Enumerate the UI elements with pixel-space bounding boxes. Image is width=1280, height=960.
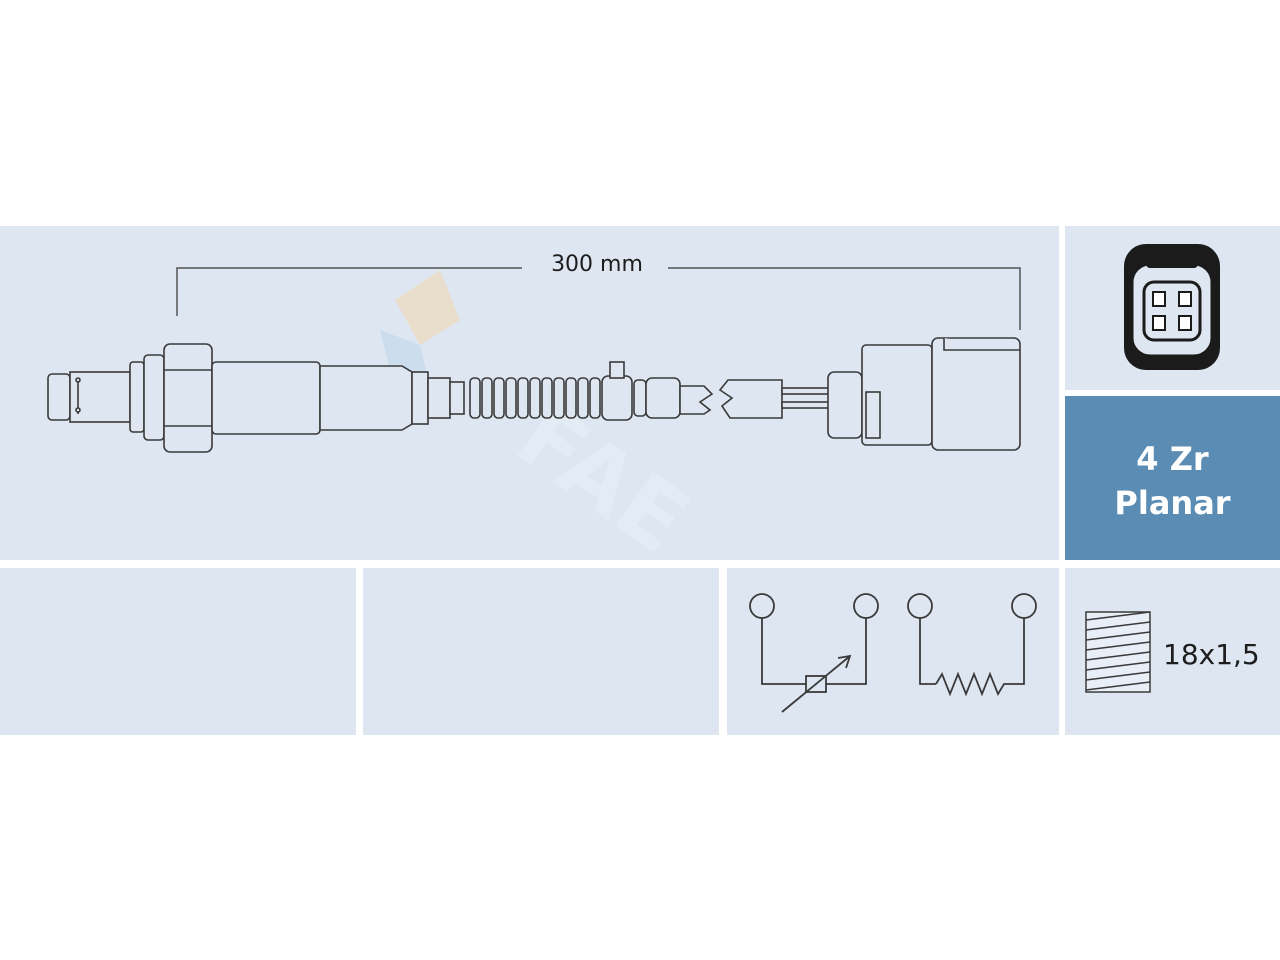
sensor-type-panel: 4 Zr Planar	[1065, 396, 1280, 560]
connector-face-icon	[1124, 244, 1220, 370]
cable-length-label: 300 mm	[551, 252, 643, 277]
sensor-technology-label: Planar	[1114, 484, 1231, 522]
lambda-sensor-icon	[47, 337, 1021, 453]
thread-icon	[1085, 611, 1151, 693]
empty-panel-1	[0, 568, 356, 735]
brand-watermark-icon: FAE	[380, 270, 707, 574]
sensor-type-label: 4 Zr	[1136, 440, 1209, 478]
wiring-symbol-panel	[727, 568, 1059, 735]
empty-panel-2	[363, 568, 719, 735]
heater-resistor-icon	[907, 593, 1037, 697]
thread-size-label: 18x1,5	[1163, 638, 1260, 671]
variable-resistor-icon	[749, 593, 879, 713]
length-dimension-line	[176, 267, 1021, 330]
